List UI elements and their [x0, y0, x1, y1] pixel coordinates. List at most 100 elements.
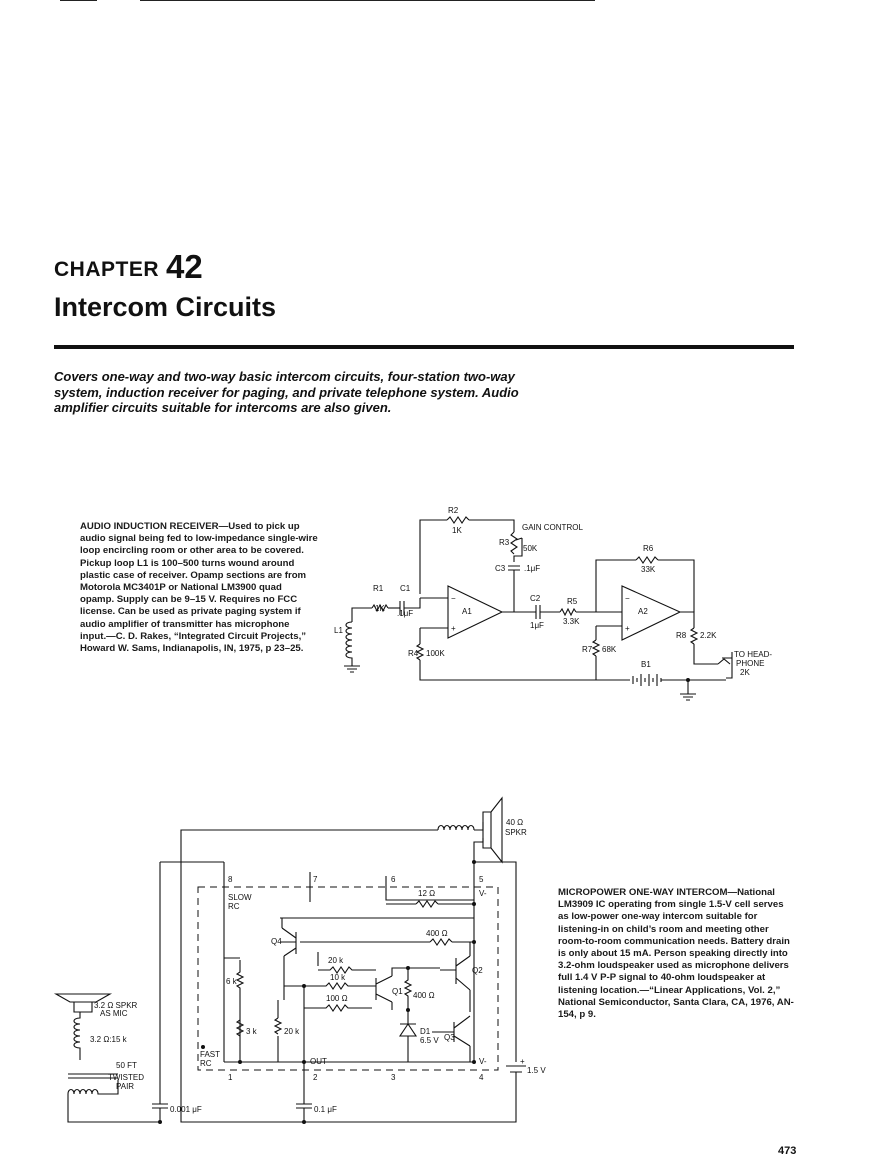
- f1-label-gain: GAIN CONTROL: [522, 523, 583, 532]
- chapter-intro: Covers one-way and two-way basic interco…: [54, 369, 519, 415]
- f2-label-r20k: 20 k: [328, 956, 344, 965]
- f1-label-l1: L1: [334, 626, 343, 635]
- f1-label-a1-minus: −: [451, 594, 456, 603]
- f1-node: [686, 678, 690, 682]
- f1-label-r5v: 3.3K: [563, 617, 580, 626]
- f1-r8-resistor: [689, 627, 699, 645]
- f2-node: [302, 984, 306, 988]
- f1-headphone-jack: [717, 652, 733, 679]
- f2-label-ft3: PAIR: [116, 1082, 134, 1091]
- f2-label-q2: Q2: [472, 966, 483, 975]
- chapter-title: Intercom Circuits: [54, 292, 277, 322]
- f2-label-d1v: 6.5 V: [420, 1036, 439, 1045]
- f1-label-r3v: 50K: [523, 544, 538, 553]
- f2-r12-resistor: [386, 900, 474, 908]
- f2-label-vm1: V-: [479, 889, 487, 898]
- f1-label-r6: R6: [643, 544, 654, 553]
- f2-node: [472, 902, 476, 906]
- f1-r5-resistor: [559, 607, 577, 617]
- f2-label-p4: 4: [479, 1073, 484, 1082]
- f2-label-r10k: 10 k: [330, 973, 346, 982]
- f1-r4-resistor: [415, 643, 425, 661]
- f2-wire: [223, 862, 475, 1062]
- f1-ground: [680, 680, 696, 701]
- f2-wire: [224, 957, 474, 1063]
- f1-l1-coil: [345, 621, 353, 660]
- f1-label-r8: R8: [676, 631, 687, 640]
- f2-cap-0001: [152, 1062, 168, 1122]
- f1-label-a1: A1: [462, 607, 472, 616]
- f1-label-c2v: 1μF: [530, 621, 544, 630]
- f1-label-r8v: 2.2K: [700, 631, 717, 640]
- figure1-caption: AUDIO INDUCTION RECEIVER—Used to pick up…: [80, 521, 318, 655]
- f1-wire: [693, 644, 718, 665]
- f1-label-r5: R5: [567, 597, 578, 606]
- f2-r20kb-resistor: [273, 1000, 283, 1062]
- f2-label-p2: 2: [313, 1073, 318, 1082]
- f2-label-ft1: 50 FT: [116, 1061, 137, 1070]
- f2-label-slow2: RC: [228, 902, 240, 911]
- f2-node: [406, 966, 410, 970]
- f1-ground: [344, 660, 360, 673]
- f2-label-spk40b: SPKR: [505, 828, 527, 837]
- f2-label-p5: 5: [479, 875, 484, 884]
- f2-r100-resistor: [304, 1004, 372, 1012]
- f1-label-a2-minus: −: [625, 594, 630, 603]
- f1-wire: [404, 598, 421, 609]
- f2-label-spk32b: AS MIC: [100, 1009, 128, 1018]
- f1-label-a2: A2: [638, 607, 648, 616]
- f2-wire: [473, 822, 484, 862]
- f1-label-a1-plus: +: [451, 624, 456, 633]
- f2-d1-zener: [398, 1010, 418, 1062]
- f1-wire: [420, 597, 530, 629]
- f1-label-c3v: .1μF: [524, 564, 540, 573]
- f1-label-r6v: 33K: [641, 565, 656, 574]
- f2-fast-rc-dot: [201, 1045, 205, 1049]
- f2-label-p3: 3: [391, 1073, 396, 1082]
- f1-label-a2-plus: +: [625, 624, 630, 633]
- f1-label-r2: R2: [448, 506, 459, 515]
- f2-r400b-resistor: [403, 968, 413, 1010]
- figure2-caption-head: MICROPOWER ONE-WAY INTERCOM: [558, 887, 728, 898]
- f2-label-r20kb: 20 k: [284, 1027, 300, 1036]
- f1-label-head2: PHONE: [736, 659, 764, 668]
- f1-label-c1: C1: [400, 584, 411, 593]
- f1-r2-resistor: [446, 516, 470, 524]
- f2-label-ft2: TWISTED: [108, 1073, 144, 1082]
- f1-a2-opamp: [621, 585, 682, 641]
- f1-label-r3: R3: [499, 538, 510, 547]
- f2-label-q3: Q3: [444, 1033, 455, 1042]
- f2-r20k-resistor: [317, 952, 376, 974]
- f1-label-head3: 2K: [740, 668, 750, 677]
- figure2-caption: MICROPOWER ONE-WAY INTERCOM—National LM3…: [558, 887, 794, 1021]
- f2-r6k-resistor: [235, 960, 245, 1062]
- f2-battery: [474, 1065, 526, 1123]
- f2-label-r6k: 6 k: [226, 977, 238, 986]
- f1-label-r2v: 1K: [452, 526, 462, 535]
- f2-r3k-resistor: [235, 1019, 245, 1037]
- f2-label-p7: 7: [313, 875, 318, 884]
- f1-label-c3: C3: [495, 564, 506, 573]
- f1-wire: [595, 559, 636, 612]
- f2-label-fast2: RC: [200, 1059, 212, 1068]
- f1-c2-capacitor: [530, 605, 560, 619]
- f1-wire: [419, 660, 630, 681]
- f2-q4-transistor: [280, 927, 297, 957]
- f1-r3-pot: [510, 531, 518, 555]
- title-rule: [54, 345, 794, 349]
- f2-node: [472, 860, 476, 864]
- f2-node: [238, 1060, 242, 1064]
- f2-label-q4: Q4: [271, 937, 282, 946]
- f2-label-out: OUT: [310, 1057, 327, 1066]
- f2-speaker-40ohm: [482, 796, 503, 864]
- f1-label-r4: R4: [408, 649, 419, 658]
- f1-label-r1: R1: [373, 584, 384, 593]
- f2-label-r3k: 3 k: [246, 1027, 258, 1036]
- f2-label-cap1: 0.001 μF: [170, 1105, 202, 1114]
- f1-label-c2: C2: [530, 594, 541, 603]
- f1-r3-wiper: [513, 537, 523, 562]
- f1-a1-opamp: [447, 585, 504, 639]
- f2-label-xfmr: 3.2 Ω:15 k: [90, 1035, 128, 1044]
- f1-label-r4v: 100K: [426, 649, 445, 658]
